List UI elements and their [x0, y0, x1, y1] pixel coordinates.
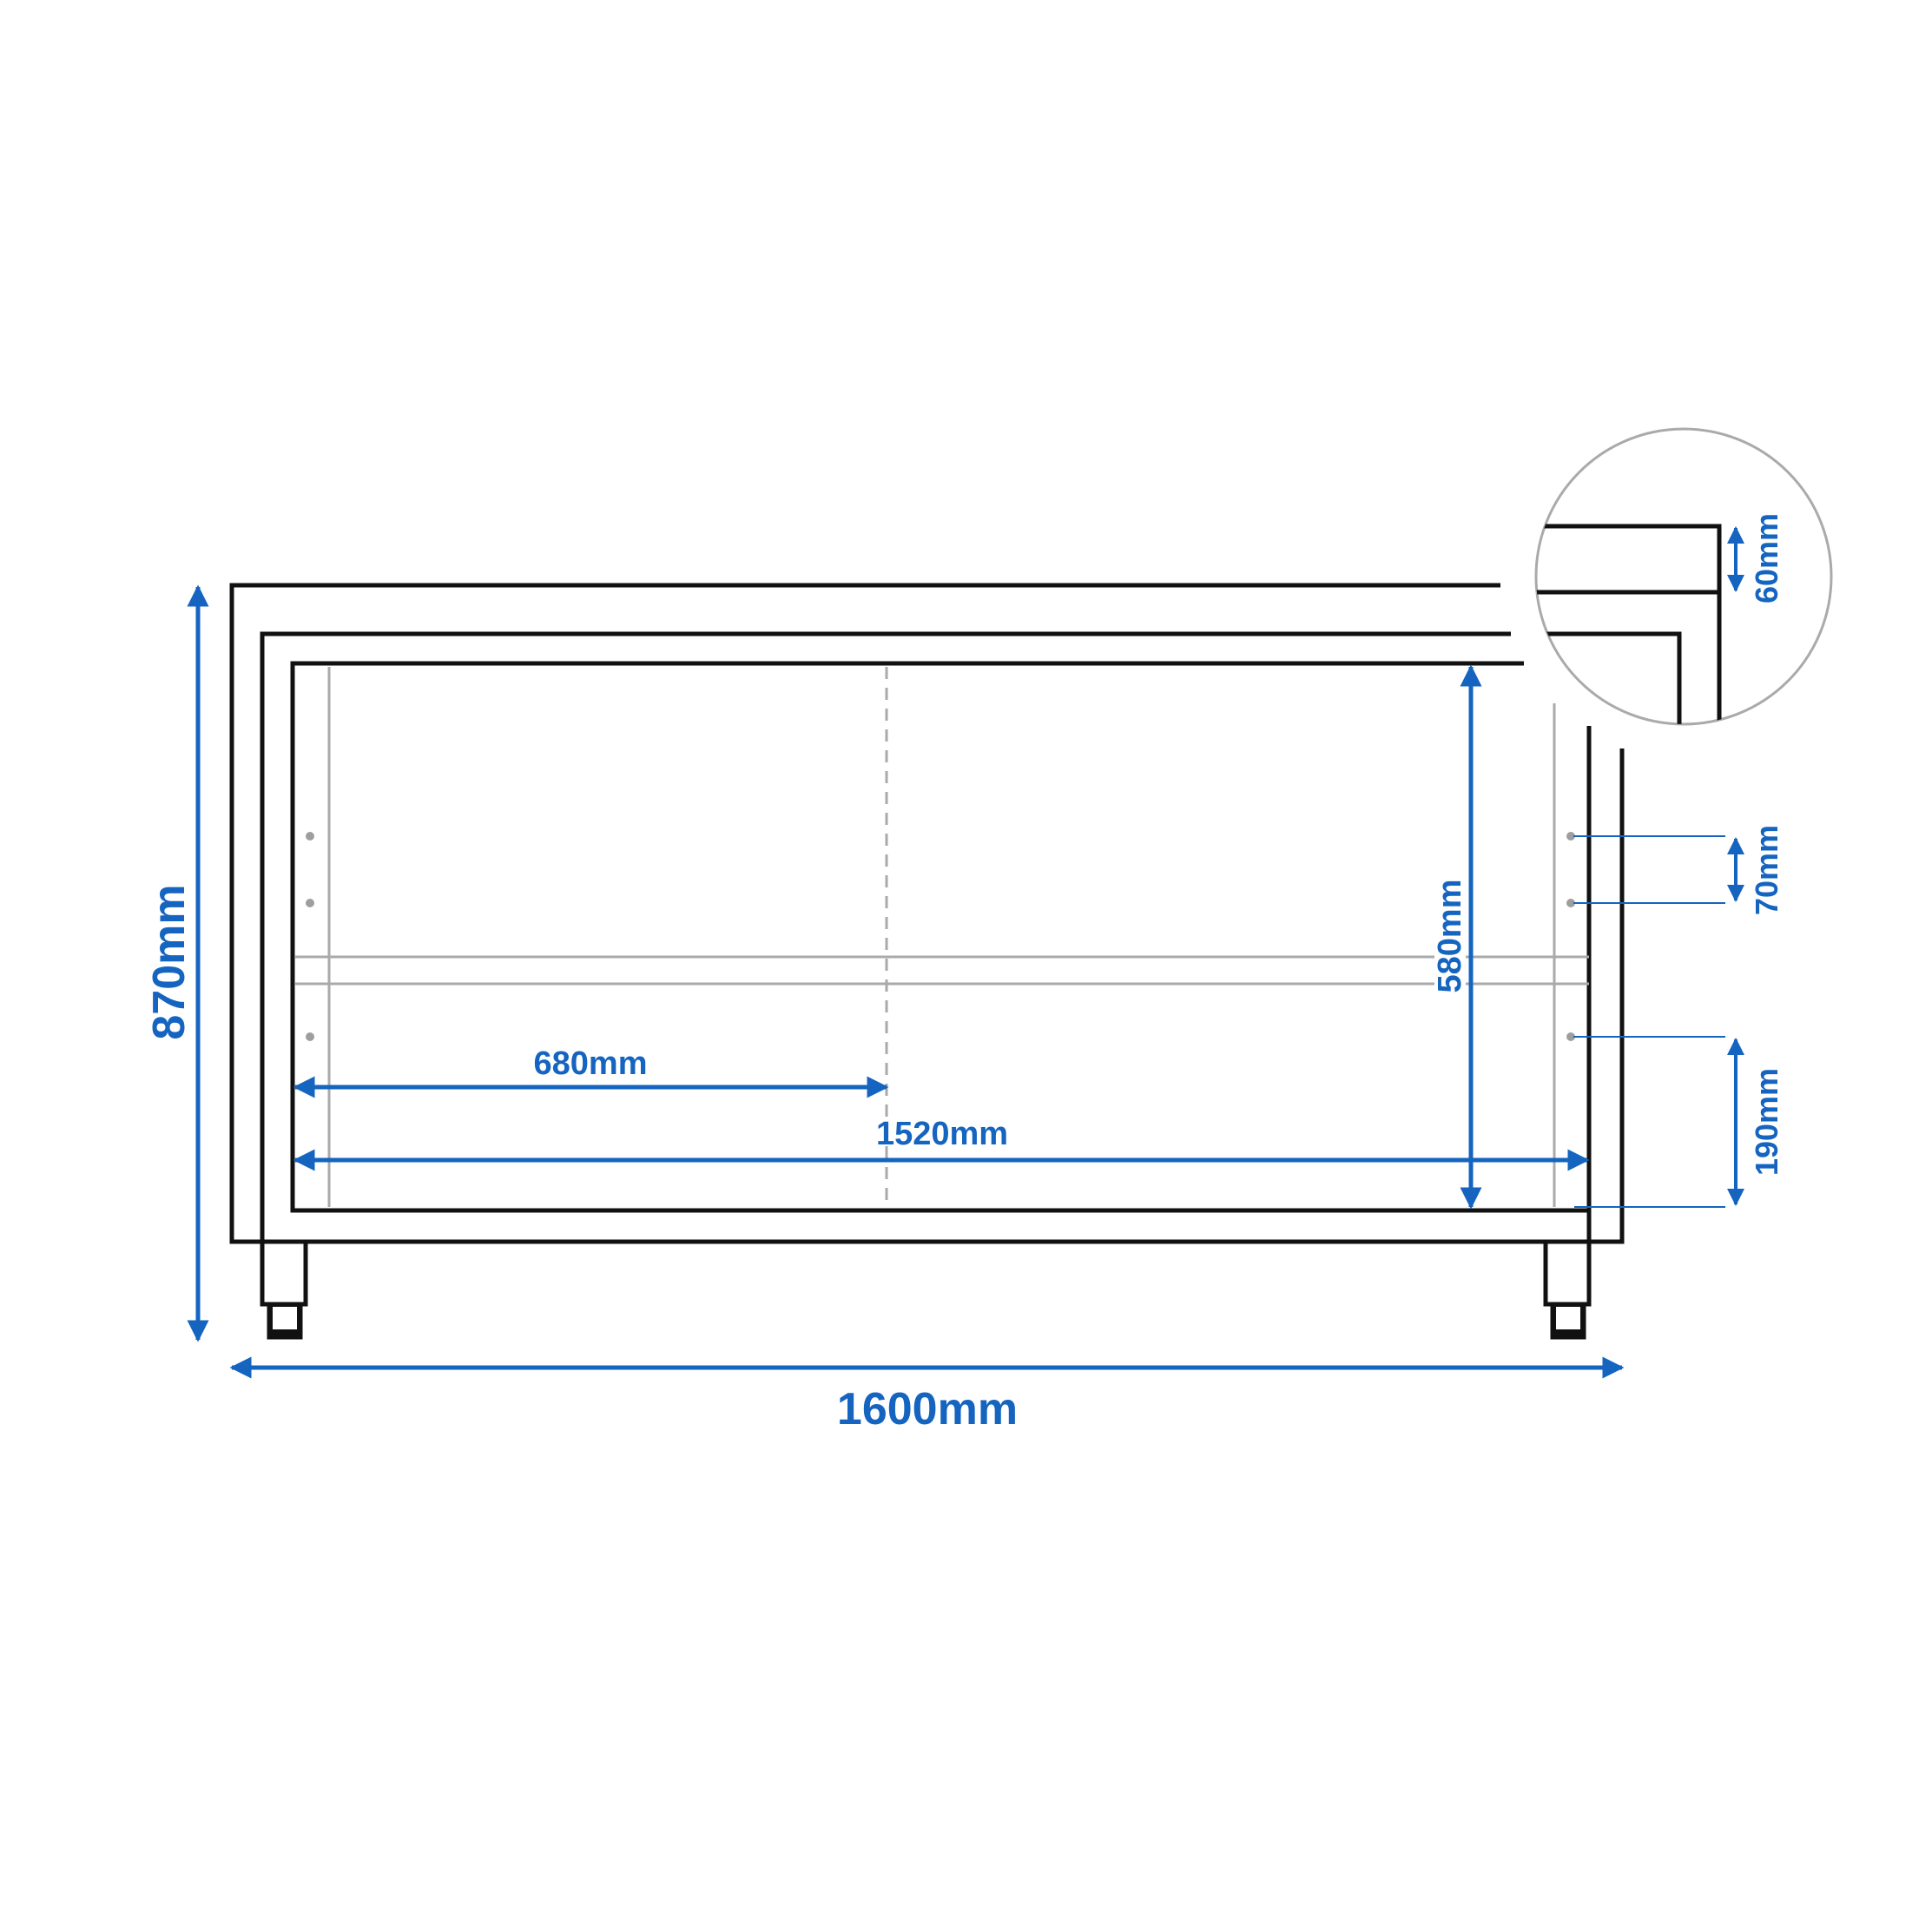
detail-callout	[1534, 427, 1833, 726]
foot-right-inner	[1556, 1307, 1580, 1329]
foot-left-inner	[273, 1307, 297, 1329]
dimension-lines	[187, 526, 1744, 1379]
cabinet-frame	[229, 583, 1625, 1244]
dim-inner-height-label: 580mm	[1432, 880, 1468, 993]
hole-left-2	[306, 899, 314, 907]
shelf-holes	[306, 832, 1575, 1041]
dim-worktop-height-label: 60mm	[1749, 513, 1784, 603]
dim-hole-spacing-label: 70mm	[1749, 825, 1784, 915]
hole-left-1	[306, 832, 314, 841]
dim-total-width-label: 1600mm	[837, 1384, 1018, 1434]
hole-right-3	[1566, 1032, 1575, 1041]
right-side-outline	[1589, 748, 1625, 1244]
inner-guides	[295, 667, 1725, 1208]
dim-hole-bottom-label: 190mm	[1749, 1068, 1784, 1176]
detail-inner-edge	[1536, 631, 1682, 724]
detail-worktop-edge	[1536, 524, 1722, 724]
hole-right-2	[1566, 899, 1575, 907]
hole-left-3	[306, 1032, 314, 1041]
hole-right-1	[1566, 832, 1575, 841]
dim-total-height-label: 870mm	[144, 884, 195, 1039]
dim-inner-height-label-group: 580mm	[1432, 879, 1468, 995]
detail-circle	[1534, 427, 1833, 726]
worktop-outline	[229, 583, 1589, 1244]
body-outline	[290, 661, 1592, 1213]
frame-second-layer	[260, 631, 1511, 1242]
dim-inner-width-label: 1520mm	[876, 1116, 1008, 1152]
dimension-labels: 1600mm 870mm 680mm 1520mm 580mm 60mm 70m…	[144, 513, 1784, 1434]
legs	[260, 1239, 1592, 1340]
dim-door-width-label: 680mm	[534, 1045, 648, 1082]
leg-right	[1543, 1239, 1592, 1307]
leg-left	[260, 1239, 308, 1307]
